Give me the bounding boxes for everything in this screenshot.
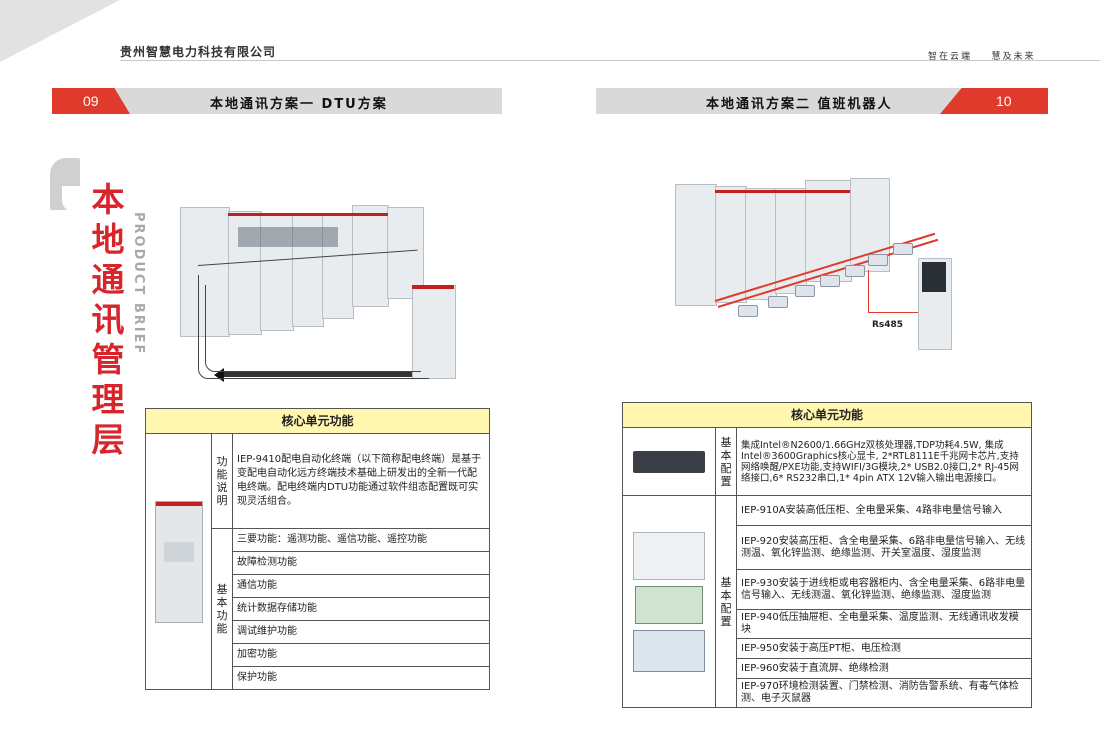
right-table-header: 核心单元功能: [622, 402, 1032, 428]
config-description: 集成Intel®N2600/1.66GHz双核处理器,TDP功耗4.5W, 集成…: [736, 427, 1032, 496]
module-images-cell: [622, 495, 716, 708]
bus-arrow-head: [214, 368, 224, 382]
dtu-cabinet-top: [155, 501, 202, 506]
left-page-badge: [52, 88, 130, 114]
left-page-number: 09: [83, 93, 99, 109]
sensor-device: [768, 296, 788, 308]
header-decoration: [0, 0, 120, 62]
communication-bus-arrow: [222, 372, 412, 377]
cabinet: [387, 207, 424, 299]
config-label: 基本配置: [715, 427, 737, 496]
cabinet: [715, 186, 747, 303]
function-item: 调试维护功能: [232, 620, 490, 644]
sensor-device: [795, 285, 815, 297]
rs485-label: Rs485: [872, 320, 904, 330]
function-item: 故障检测功能: [232, 551, 490, 575]
module-item: IEP-950安装于高压PT柜、电压检测: [736, 638, 1032, 659]
module-item: IEP-960安装于直流屏、绝缘检测: [736, 658, 1032, 679]
dtu-image-cell: [145, 433, 212, 690]
product-brief-label: PRODUCT BRIEF: [131, 212, 146, 356]
sensor-device: [845, 265, 865, 277]
basic-function-label: 基本功能: [211, 528, 233, 690]
module-item: IEP-920安装高压柜、含全电量采集、6路非电量信号输入、无线测温、氧化锌监测…: [736, 525, 1032, 570]
module-item: IEP-970环境检测装置、门禁检测、消防告警系统、有毒气体检测、电子灭鼠器: [736, 678, 1032, 708]
host-image-cell: [622, 427, 716, 496]
vertical-title-char: 通: [91, 260, 125, 299]
dtu-cabinet-panel: [163, 541, 194, 562]
company-name: 贵州智慧电力科技有限公司: [120, 45, 277, 59]
function-label: 功能说明: [211, 433, 233, 529]
left-table-header: 核心单元功能: [145, 408, 490, 434]
vertical-title: 本 地 通 讯 管 理 层: [88, 180, 128, 460]
module-item: IEP-940低压抽屉柜、全电量采集、温度监测、无线通讯收发模块: [736, 609, 1032, 639]
vertical-title-char: 地: [91, 220, 125, 259]
right-page-number: 10: [996, 93, 1012, 109]
header-divider: [120, 60, 1100, 61]
cabinet: [675, 184, 717, 306]
sensor-device: [738, 305, 758, 317]
vertical-title-char: 理: [91, 380, 125, 419]
cabinet-trim: [715, 190, 850, 193]
left-section-title: 本地通讯方案一 DTU方案: [210, 97, 388, 112]
cabinet-trim: [228, 213, 388, 216]
function-item: 保护功能: [232, 666, 490, 690]
left-core-table: 核心单元功能 功能说明 IEP-9410配电自动化终端（以下简称配电终端）是基于…: [145, 408, 490, 690]
dtu-cabinet-image: [154, 500, 203, 623]
function-item: 三要功能：遥测功能、遥信功能、遥控功能: [232, 528, 490, 552]
sensor-device: [820, 275, 840, 287]
company-slogan: 智在云端 慧及未来: [928, 52, 1036, 62]
vertical-title-char: 本: [91, 180, 125, 219]
kiosk-screen: [922, 262, 946, 292]
quote-mark-cut: [62, 186, 80, 212]
sensor-device: [893, 243, 913, 255]
right-page-badge: [940, 88, 1048, 114]
iot-module-image: [633, 629, 705, 672]
function-description: IEP-9410配电自动化终端（以下简称配电终端）是基于变配电自动化远方终端技术…: [232, 433, 490, 529]
vertical-title-char: 讯: [91, 300, 125, 339]
rs485-connection: [868, 312, 918, 313]
config-label-2: 基本配置: [715, 495, 737, 708]
right-core-table: 核心单元功能 基本配置 集成Intel®N2600/1.66GHz双核处理器,T…: [622, 402, 1032, 708]
connection-wire: [198, 275, 429, 379]
function-item: 统计数据存储功能: [232, 597, 490, 621]
function-item: 通信功能: [232, 574, 490, 598]
vertical-title-char: 管: [91, 340, 125, 379]
sensor-device: [868, 254, 888, 266]
vertical-title-char: 层: [91, 420, 125, 459]
right-section-title: 本地通讯方案二 值班机器人: [706, 97, 893, 112]
dtu-cabinet-top: [412, 285, 454, 289]
module-board-image: [635, 585, 703, 624]
cabinet-panel: [238, 227, 338, 247]
connection-wire: [205, 285, 421, 372]
module-item: IEP-930安装于进线柜或电容器柜内、含全电量采集、6路非电量信号输入、无线测…: [736, 569, 1032, 610]
module-item: IEP-910A安装高低压柜、全电量采集、4路非电量信号输入: [736, 495, 1032, 526]
system-diagram-image: [633, 531, 705, 580]
page-header: [0, 0, 1100, 62]
rs485-connection: [868, 270, 869, 312]
host-device-image: [633, 450, 705, 473]
function-item: 加密功能: [232, 643, 490, 667]
